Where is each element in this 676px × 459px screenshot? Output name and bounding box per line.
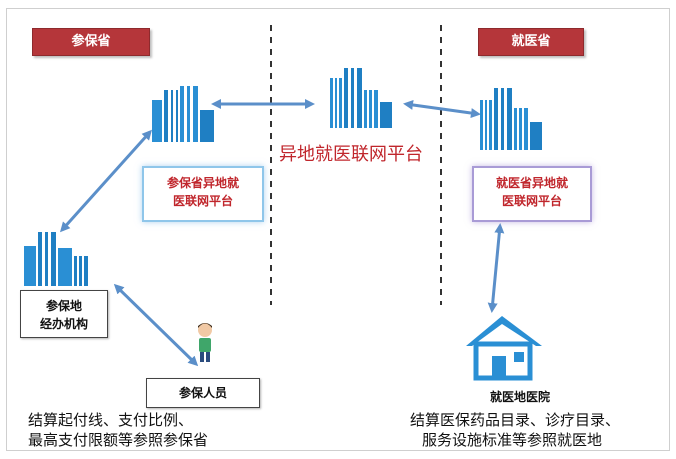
treatment-platform-line-1: 就医省异地就 [495, 176, 568, 190]
hospital-label: 就医地医院 [490, 390, 551, 404]
house-icon-hospital [466, 316, 542, 381]
note-left-line-2: 最高支付限额等参照参保省 [28, 431, 209, 449]
arrow-platform-to-hospital [487, 223, 505, 313]
insured-agency-line-1: 参保地 [45, 299, 82, 313]
arrow-platform-to-agency [59, 129, 153, 233]
arrow-agency-to-person [113, 283, 199, 367]
treatment-platform-line-2: 医联网平台 [501, 194, 562, 208]
insured-platform-line-2: 医联网平台 [172, 194, 233, 208]
note-right-line-1: 结算医保药品目录、诊疗目录、 [410, 411, 621, 429]
note-left-line-1: 结算起付线、支付比例、 [28, 411, 194, 429]
arrow-center-to-treatment [403, 100, 481, 118]
insured-person-box: 参保人员 [146, 378, 260, 408]
building-icon-insured-province [152, 86, 214, 142]
building-icon-center [330, 68, 392, 128]
note-right-line-2: 服务设施标准等参照就医地 [422, 431, 603, 449]
person-icon [198, 323, 212, 362]
building-icon-insured-agency [24, 232, 88, 286]
building-icon-treatment-province [480, 88, 542, 150]
note-left: 结算起付线、支付比例、 最高支付限额等参照参保省 [28, 410, 208, 450]
insured-platform-box: 参保省异地就 医联网平台 [142, 166, 264, 222]
note-right: 结算医保药品目录、诊疗目录、 服务设施标准等参照就医地 [410, 410, 620, 450]
tag-treatment-province: 就医省 [478, 28, 584, 56]
insured-agency-line-2: 经办机构 [39, 317, 88, 331]
insured-agency-box: 参保地 经办机构 [20, 290, 108, 338]
tag-insured-province: 参保省 [32, 28, 150, 56]
treatment-platform-box: 就医省异地就 医联网平台 [472, 166, 592, 222]
center-platform-title: 异地就医联网平台 [279, 144, 423, 165]
insured-platform-line-1: 参保省异地就 [166, 176, 239, 190]
